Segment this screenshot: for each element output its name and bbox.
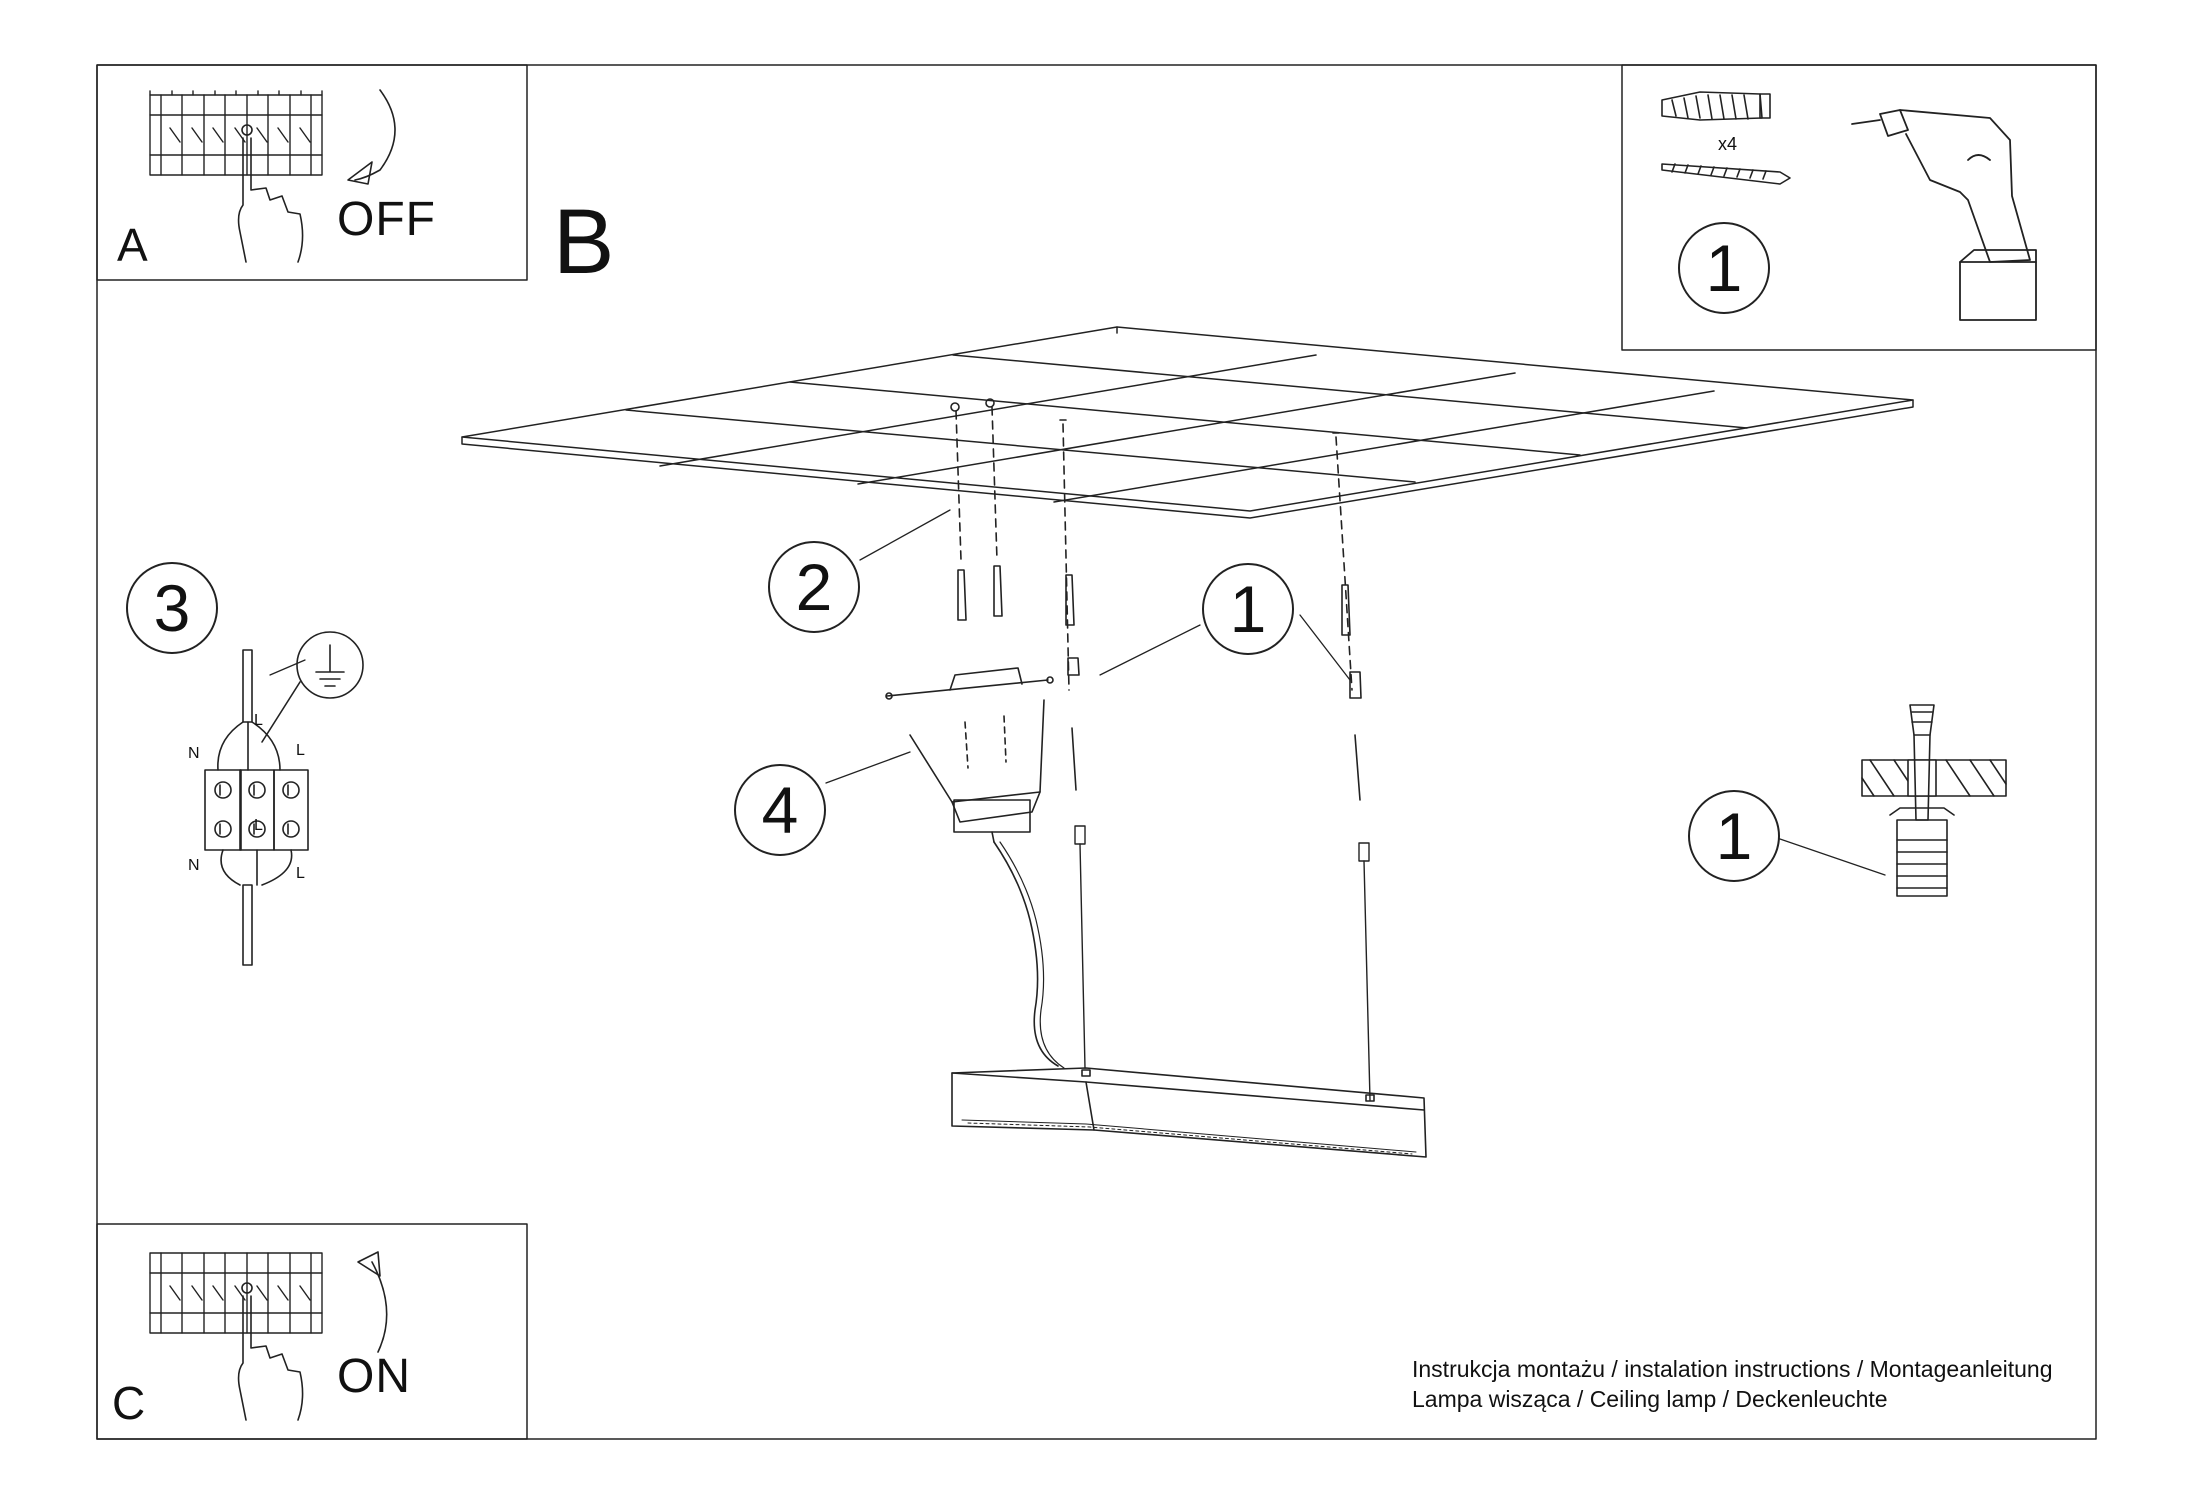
leader-lines: [269, 509, 1886, 876]
breaker-panel-a: [149, 90, 323, 176]
anchor-detail: [1861, 704, 2007, 897]
wire-label-l-center: L: [254, 817, 263, 834]
power-cord: [993, 841, 1059, 1067]
hand-icon-c: [237, 1282, 304, 1421]
linear-luminaire: [951, 1067, 1427, 1158]
rotate-arrow-off-head: [347, 161, 373, 185]
panel-c-letter: C: [112, 1377, 146, 1429]
wall-plug-icon: [1661, 91, 1771, 121]
callout-anchor-detail: 1: [1688, 790, 1780, 882]
panel-a-box: [96, 64, 528, 281]
tools-box: [1621, 64, 2097, 351]
ceiling-plate: [461, 326, 1914, 519]
callout-screw-anchor: 1: [1202, 563, 1294, 655]
footer-line-1: Instrukcja montażu / instalation instruc…: [1412, 1356, 2053, 1382]
wire-label-l-bottom: L: [296, 865, 305, 882]
panel-c-state: ON: [337, 1350, 411, 1403]
footer-caption: Instrukcja montażu / instalation instruc…: [1412, 1354, 2053, 1414]
wiring-diagram: [204, 631, 364, 966]
driver-box: [951, 791, 1041, 843]
power-cord-inner: [999, 841, 1065, 1069]
callout-wiring: 3: [126, 562, 218, 654]
mounting-bolts: [950, 398, 1362, 801]
canopy-bracket: [885, 667, 1054, 803]
breaker-panel-c: [149, 1252, 323, 1334]
rotate-arrow-on-head: [357, 1251, 381, 1277]
hand-icon-a: [237, 124, 304, 263]
callout-bracket: 4: [734, 764, 826, 856]
outer-frame: [96, 64, 2097, 1440]
rotate-arrow-off: [354, 89, 396, 181]
wire-label-n-top: N: [188, 745, 200, 762]
wire-label-l-top: L: [254, 712, 263, 729]
rotate-arrow-on: [371, 1261, 388, 1353]
panel-c-box: [96, 1223, 528, 1440]
quantity-label: x4: [1718, 134, 1738, 154]
callout-ceiling: 2: [768, 541, 860, 633]
screw-icon: [1661, 163, 1791, 185]
panel-a-letter: A: [117, 219, 148, 271]
wire-label-n-bottom: N: [188, 857, 200, 874]
drill-icon: [1851, 109, 2037, 321]
tools-step-number: 1: [1678, 222, 1770, 314]
panel-b-letter: B: [553, 191, 615, 293]
wire-label-l-left: L: [296, 742, 305, 759]
panel-a-state: OFF: [337, 193, 436, 246]
footer-line-2: Lampa wisząca / Ceiling lamp / Deckenleu…: [1412, 1386, 1888, 1412]
suspension-cables: [1074, 825, 1371, 1101]
